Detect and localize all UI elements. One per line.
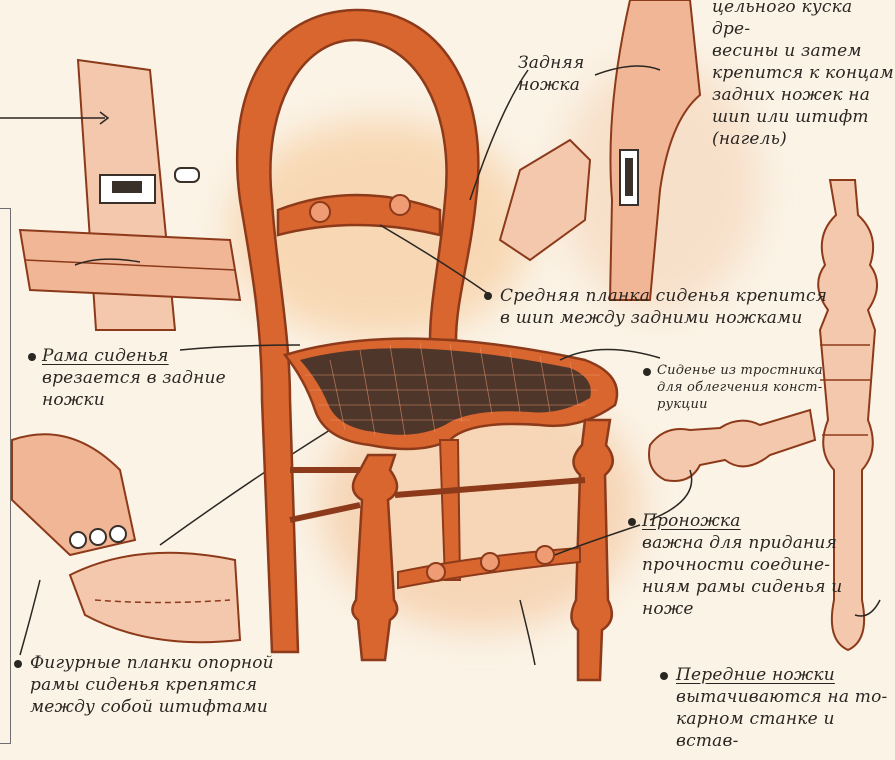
bullet-middle-rail <box>484 292 492 300</box>
label-middle-rail-2: в шип между задними ножками <box>500 307 803 329</box>
seat-frame-title: Рама сиденья <box>42 346 169 366</box>
label-back-leg: Задняя ножка <box>518 52 584 96</box>
side-box <box>0 208 11 744</box>
label-seat-frame-title: Рама сиденья <box>42 345 169 367</box>
label-top-right: цельного куска дре- весины и затем крепи… <box>712 0 895 150</box>
detail-back-leg-joint <box>0 60 240 330</box>
bullet-front-legs <box>660 672 668 680</box>
bullet-cane-seat <box>643 368 651 376</box>
label-front-legs-body: вытачиваются на то- карном станке и вста… <box>676 686 895 752</box>
label-middle-rail-1: Средняя планка сиденья крепится <box>500 285 827 307</box>
bullet-curved-rails <box>14 660 22 668</box>
label-front-legs-title: Передние ножки <box>676 664 835 686</box>
bullet-seat-frame <box>28 353 36 361</box>
label-seat-frame-body: врезается в задние ножки <box>42 367 226 411</box>
label-stretcher-body: важна для придания прочности соедине- ни… <box>642 532 842 620</box>
detail-rear-leg-top <box>500 0 700 300</box>
stretcher-title: Проножка <box>642 511 741 531</box>
bullet-stretcher <box>628 518 636 526</box>
front-legs-title: Передние ножки <box>676 665 835 685</box>
label-curved-rails: Фигурные планки опорной рамы сиденья кре… <box>30 652 274 718</box>
label-cane-seat: Сиденье из тростника для облегчения конс… <box>657 362 895 413</box>
detail-turned-spindle <box>649 410 815 520</box>
label-stretcher-title: Проножка <box>642 510 741 532</box>
